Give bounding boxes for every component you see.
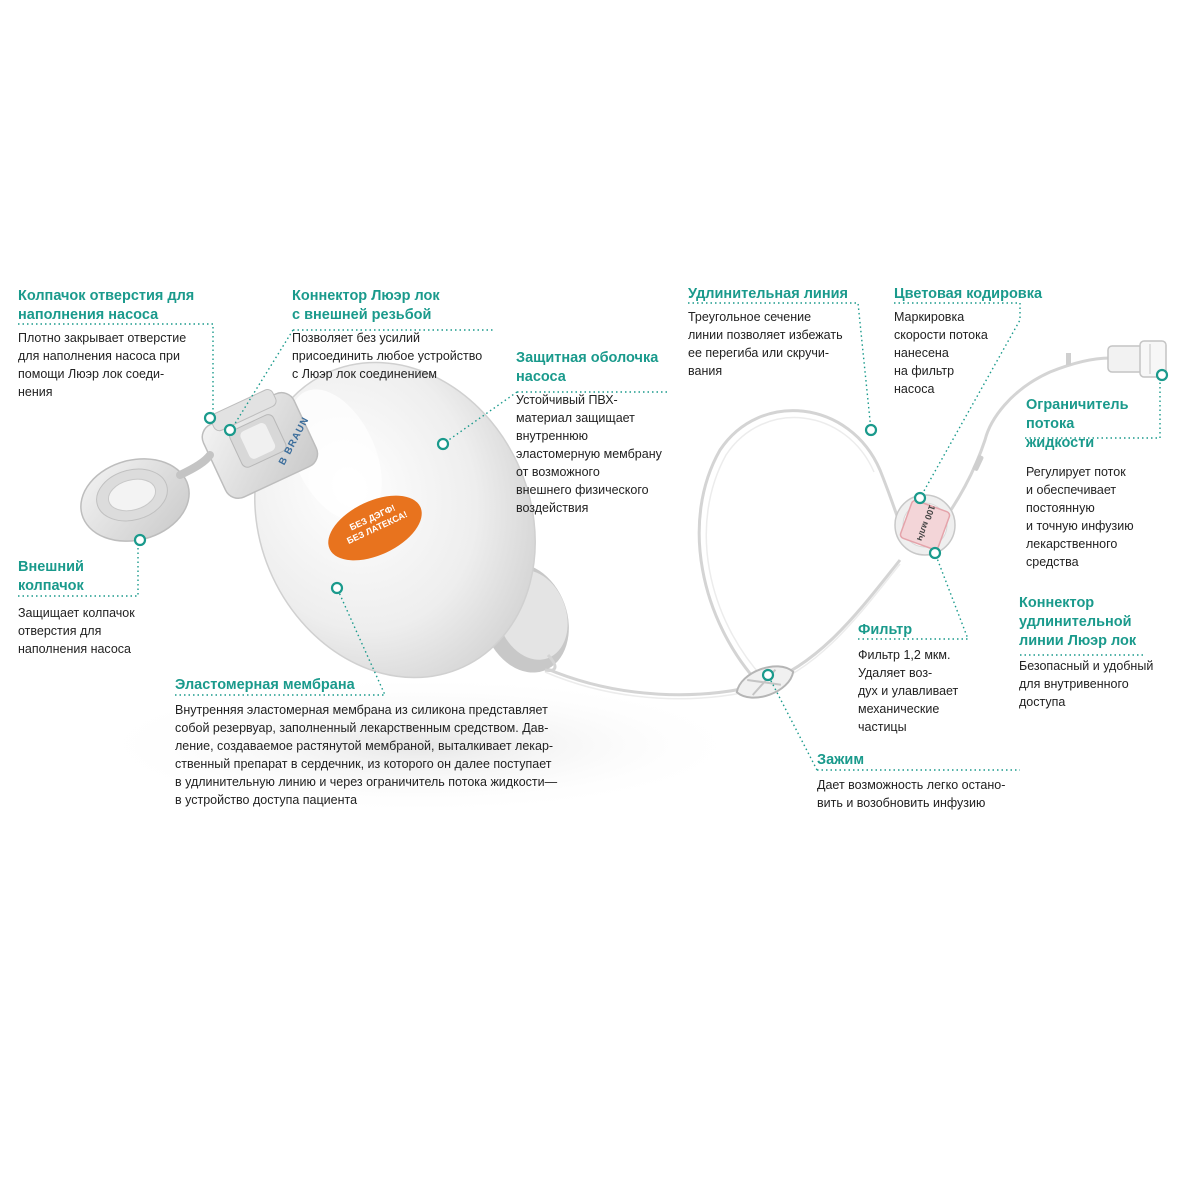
callout-text: Дает возможность легко остано- вить и во…	[817, 778, 1006, 810]
callout-extension-line: Удлинительная линия Треугольное сечение …	[688, 285, 868, 380]
leader-lines	[18, 302, 1161, 771]
clamp	[735, 665, 795, 699]
callout-flow-limiter: Ограничитель потока жидкости Регулирует …	[1026, 396, 1176, 571]
callout-title: Ограничитель потока жидкости	[1026, 397, 1129, 451]
fill-port-neck	[201, 389, 319, 499]
filter-disc	[894, 494, 956, 556]
callout-outer-cap: Внешний колпачок Защищает колпачок отвер…	[18, 558, 178, 658]
callout-text: Позволяет без усилий присоединить любое …	[292, 331, 483, 381]
callout-text: Внутренняя эластомерная мембрана из сили…	[175, 703, 558, 807]
callout-title: Коннектор удлинительной линии Люэр лок	[1019, 595, 1137, 649]
callout-title: Внешний колпачок	[18, 559, 84, 594]
callout-luer-connector: Коннектор Люэр лок с внешней резьбой Поз…	[292, 287, 507, 383]
callout-text: Регулирует поток и обеспечивает постоянн…	[1026, 465, 1134, 569]
callout-shell: Защитная оболочка насоса Устойчивый ПВХ-…	[516, 349, 681, 517]
callout-text: Плотно закрывает отверстие для наполнени…	[18, 331, 187, 399]
callout-title: Колпачок отверстия для наполнения насоса	[18, 288, 195, 323]
callout-text: Защищает колпачок отверстия для наполнен…	[18, 606, 135, 656]
callout-clamp: Зажим Дает возможность легко остано- вит…	[817, 751, 1037, 812]
callout-title: Удлинительная линия	[688, 286, 848, 302]
callout-text: Маркировка скорости потока нанесена на ф…	[894, 310, 988, 396]
callout-membrane: Эластомерная мембрана Внутренняя эластом…	[175, 676, 605, 809]
luer-connector-line	[1107, 340, 1167, 378]
callout-title: Коннектор Люэр лок с внешней резьбой	[292, 288, 440, 323]
callout-cap-fill: Колпачок отверстия для наполнения насоса…	[18, 287, 228, 401]
latex-free-badge	[328, 495, 422, 561]
callout-title: Фильтр	[858, 622, 913, 638]
callout-text: Треугольное сечение линии позволяет избе…	[688, 310, 843, 378]
leader-dots	[133, 368, 1169, 682]
outer-cap	[80, 451, 214, 542]
callout-title: Защитная оболочка насоса	[516, 350, 659, 385]
callout-text: Безопасный и удобный для внутривенного д…	[1019, 659, 1154, 709]
callout-title: Цветовая кодировка	[894, 286, 1043, 302]
callout-line-connector: Коннектор удлинительной линии Люэр лок Б…	[1019, 594, 1179, 711]
callout-title: Эластомерная мембрана	[175, 677, 355, 693]
callout-color-coding: Цветовая кодировка Маркировка скорости п…	[894, 285, 1064, 398]
callout-text: Фильтр 1,2 мкм. Удаляет воз- дух и улавл…	[858, 648, 959, 734]
callout-title: Зажим	[817, 752, 865, 768]
callout-filter: Фильтр Фильтр 1,2 мкм. Удаляет воз- дух …	[858, 621, 988, 736]
callout-text: Устойчивый ПВХ- материал защищает внутре…	[516, 393, 662, 515]
